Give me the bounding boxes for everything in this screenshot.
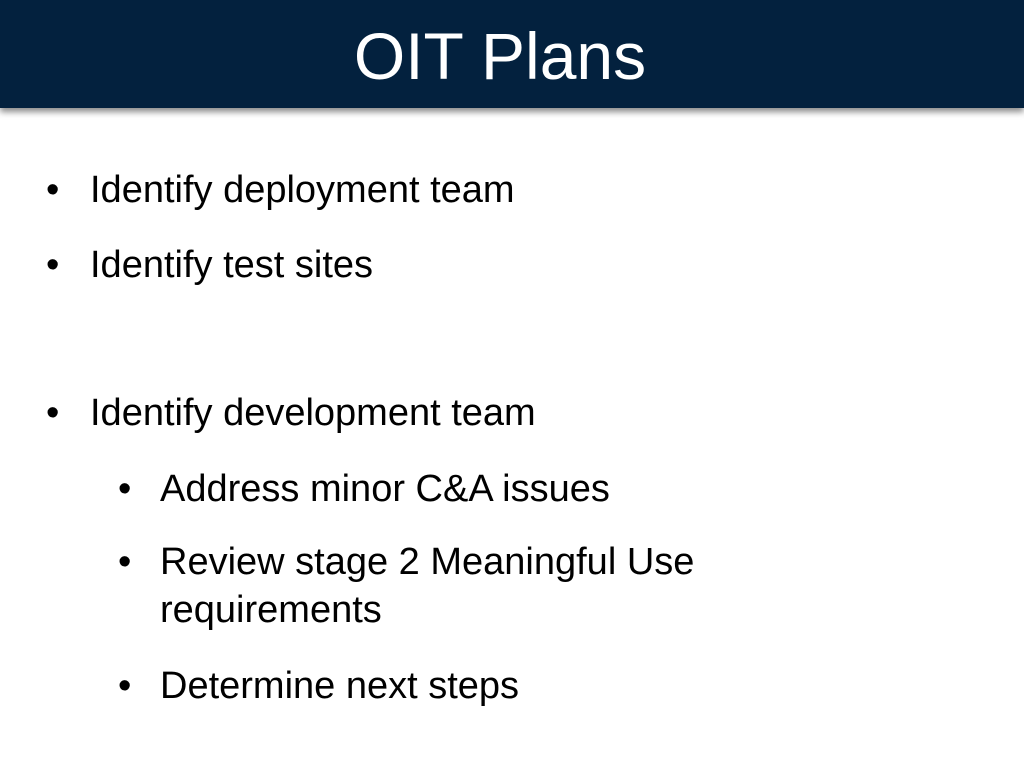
sub-bullet-text: Address minor C&A issues (160, 468, 610, 510)
bullet-text: Identify development team (90, 392, 536, 434)
sub-bullet-item: • Determine next steps (118, 662, 960, 710)
bullet-dot-icon: • (46, 392, 60, 434)
sub-bullet-text: Determine next steps (160, 665, 520, 707)
bullet-item: • Identify development team (46, 389, 990, 437)
bullet-dot-icon: • (46, 244, 60, 286)
bullet-item: • Identify test sites (46, 241, 990, 289)
bullet-dot-icon: • (118, 665, 132, 707)
bullet-text: Identify deployment team (90, 169, 515, 211)
title-bar: OIT Plans (0, 0, 1024, 108)
bullet-text: Identify test sites (90, 244, 374, 286)
sub-bullet-item: • Review stage 2 Meaningful Use requirem… (118, 538, 780, 634)
bullet-dot-icon: • (46, 169, 60, 211)
sub-bullet-text: Review stage 2 Meaningful Use requiremen… (160, 541, 695, 631)
bullet-dot-icon: • (118, 468, 132, 510)
bullet-item: • Identify deployment team (46, 166, 990, 214)
slide-title: OIT Plans (353, 19, 647, 93)
sub-bullet-item: • Address minor C&A issues (118, 465, 960, 513)
bullet-dot-icon: • (118, 541, 132, 583)
